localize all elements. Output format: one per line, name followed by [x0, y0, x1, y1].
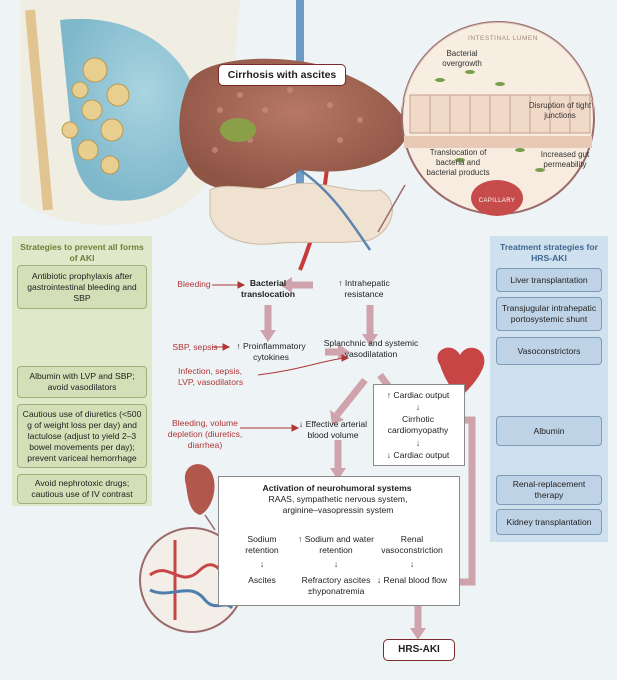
- intestinal-lumen-label: INTESTINAL LUMEN: [468, 35, 538, 42]
- sbp-sepsis-label: SBP, sepsis: [172, 342, 218, 352]
- red-pointer-arrows: [212, 281, 350, 432]
- cardiac-output-up-node: ↑ Cardiac output: [386, 390, 450, 400]
- disruption-label: Disruption of tight junctions: [528, 101, 592, 120]
- cirrhosis-title: Cirrhosis with ascites: [218, 64, 346, 86]
- capillary: [471, 180, 523, 216]
- neurohumoral-box: [218, 476, 460, 606]
- activation-title: Activation of neurohumoral systems: [262, 483, 412, 493]
- sodium-retention-node: Sodium retention: [245, 534, 279, 555]
- cirrhotic-cardiomyopathy-node: Cirrhotic cardiomyopathy: [387, 414, 449, 435]
- capillary-label: CAPILLARY: [478, 198, 516, 204]
- prevent-item: Cautious use of diuretics (<500 g of wei…: [17, 404, 147, 468]
- lamina: [404, 136, 592, 148]
- bowel-loops: [61, 57, 130, 175]
- renal-blood-flow-node: ↓ Renal blood flow: [376, 575, 448, 585]
- translocation-label: Translocation of bacteria and bacterial …: [426, 148, 490, 177]
- infection-label: Infection, sepsis, LVP, vasodilators: [178, 366, 244, 387]
- prevent-item: Albumin with LVP and SBP; avoid vasodila…: [17, 366, 147, 398]
- treatment-item: Liver transplantation: [496, 268, 602, 292]
- gallbladder: [220, 118, 256, 142]
- portal-vein: [299, 168, 372, 251]
- treatment-item: Albumin: [496, 416, 602, 446]
- spine: [25, 9, 53, 211]
- treatment-item: Kidney transplantation: [496, 509, 602, 535]
- ascites-node: Ascites: [248, 575, 276, 585]
- bacteria: [435, 70, 545, 172]
- prevent-item: Antibiotic prophylaxis after gastrointes…: [17, 265, 147, 309]
- prevent-title: Strategies to prevent all forms of AKI: [20, 242, 144, 263]
- treatment-title: Treatment strategies for HRS-AKI: [500, 242, 598, 263]
- liver: [179, 58, 410, 192]
- activation-subtitle: RAAS, sympathetic nervous system, argini…: [268, 494, 408, 515]
- cardiac-box: [373, 384, 465, 466]
- intrahepatic-resistance-node: ↑ Intrahepatic resistance: [338, 278, 390, 299]
- bacterial-overgrowth-label: Bacterial overgrowth: [442, 49, 482, 68]
- inset-connector: [377, 184, 406, 233]
- prevent-item: Avoid nephrotoxic drugs; cautious use of…: [17, 474, 147, 504]
- heart: [437, 347, 485, 398]
- bacterial-translocation-node: Bacterial translocation: [241, 278, 295, 299]
- proinflammatory-node: ↑ Proinflammatory cytokines: [236, 341, 306, 362]
- epithelial-cells: [409, 94, 591, 134]
- kidney: [184, 464, 215, 515]
- splanchnic-node: Splanchnic and systemic vasodilatation: [323, 338, 419, 359]
- hrs-aki-box: HRS-AKI: [383, 639, 455, 661]
- refractory-node: Refractory ascites ±hyponatremia: [301, 575, 371, 596]
- gut-permeability-label: Increased gut permeability: [540, 150, 590, 169]
- treatment-item: Renal-replacement therapy: [496, 475, 602, 505]
- bleeding-label: Bleeding: [177, 279, 211, 289]
- effective-volume-node: ↓ Effective arterial blood volume: [298, 419, 368, 440]
- renal-vasoconstriction-node: Renal vasoconstriction: [381, 534, 443, 555]
- bleeding-volume-label: Bleeding, volume depletion (diuretics, d…: [167, 418, 243, 450]
- sodium-water-node: ↑ Sodium and water retention: [298, 534, 374, 555]
- treatment-item: Vasoconstrictors: [496, 337, 602, 365]
- intestines: [209, 182, 393, 245]
- cardiac-output-down-node: ↓ Cardiac output: [386, 450, 450, 460]
- treatment-item: Transjugular intrahepatic portosystemic …: [496, 297, 602, 331]
- liver-nodules: [212, 87, 363, 153]
